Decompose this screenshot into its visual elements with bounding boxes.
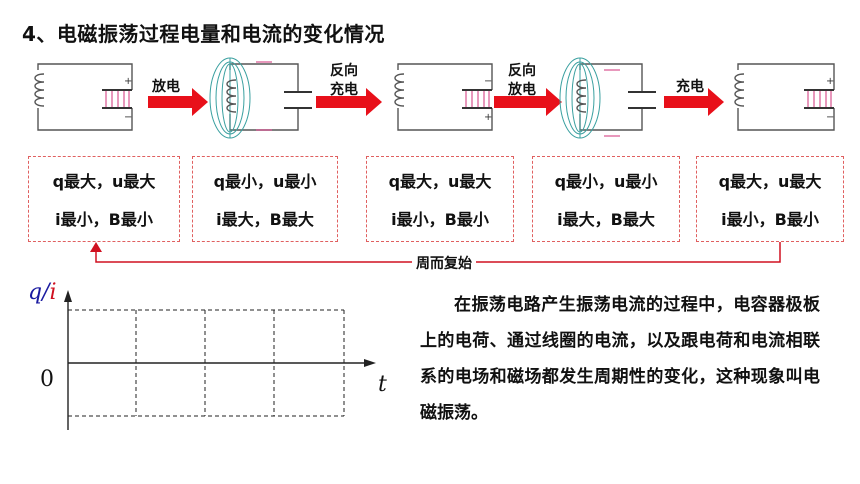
circuit-charged-1: + −: [34, 63, 133, 131]
circuit-charged-2: − +: [394, 63, 493, 131]
svg-text:+: +: [826, 76, 834, 87]
arrow-charge-icon: [664, 88, 724, 116]
circuit-field-1: [209, 57, 312, 139]
svg-text:−: −: [124, 112, 132, 123]
svg-text:−: −: [826, 112, 834, 123]
label-reverse-discharge: 反向 放电: [508, 63, 536, 98]
page-title: 4、电磁振荡过程电量和电流的变化情况: [22, 22, 385, 46]
qi-time-graph: [64, 290, 376, 430]
arrow-reverse-charge-icon: [316, 88, 382, 116]
cycle-label: 周而复始: [412, 253, 476, 273]
circuit-charged-3: + −: [734, 63, 835, 131]
y-axis-label: q/i: [28, 280, 57, 305]
definition-paragraph: 在振荡电路产生振荡电流的过程中，电容器极板上的电荷、通过线圈的电流，以及跟电荷和…: [420, 295, 820, 423]
circuit-field-2: [559, 57, 656, 139]
x-axis-label: t: [378, 372, 387, 397]
origin-label: 0: [40, 367, 54, 392]
arrow-reverse-discharge-icon: [494, 88, 562, 116]
label-discharge: 放电: [152, 79, 180, 95]
svg-text:+: +: [124, 76, 132, 87]
label-charge: 充电: [676, 79, 704, 95]
circuit-sequence: + − − +: [34, 57, 835, 139]
label-reverse-charge: 反向 充电: [330, 63, 358, 98]
svg-text:−: −: [484, 76, 492, 87]
svg-text:+: +: [484, 112, 492, 123]
arrow-discharge-icon: [148, 88, 208, 116]
